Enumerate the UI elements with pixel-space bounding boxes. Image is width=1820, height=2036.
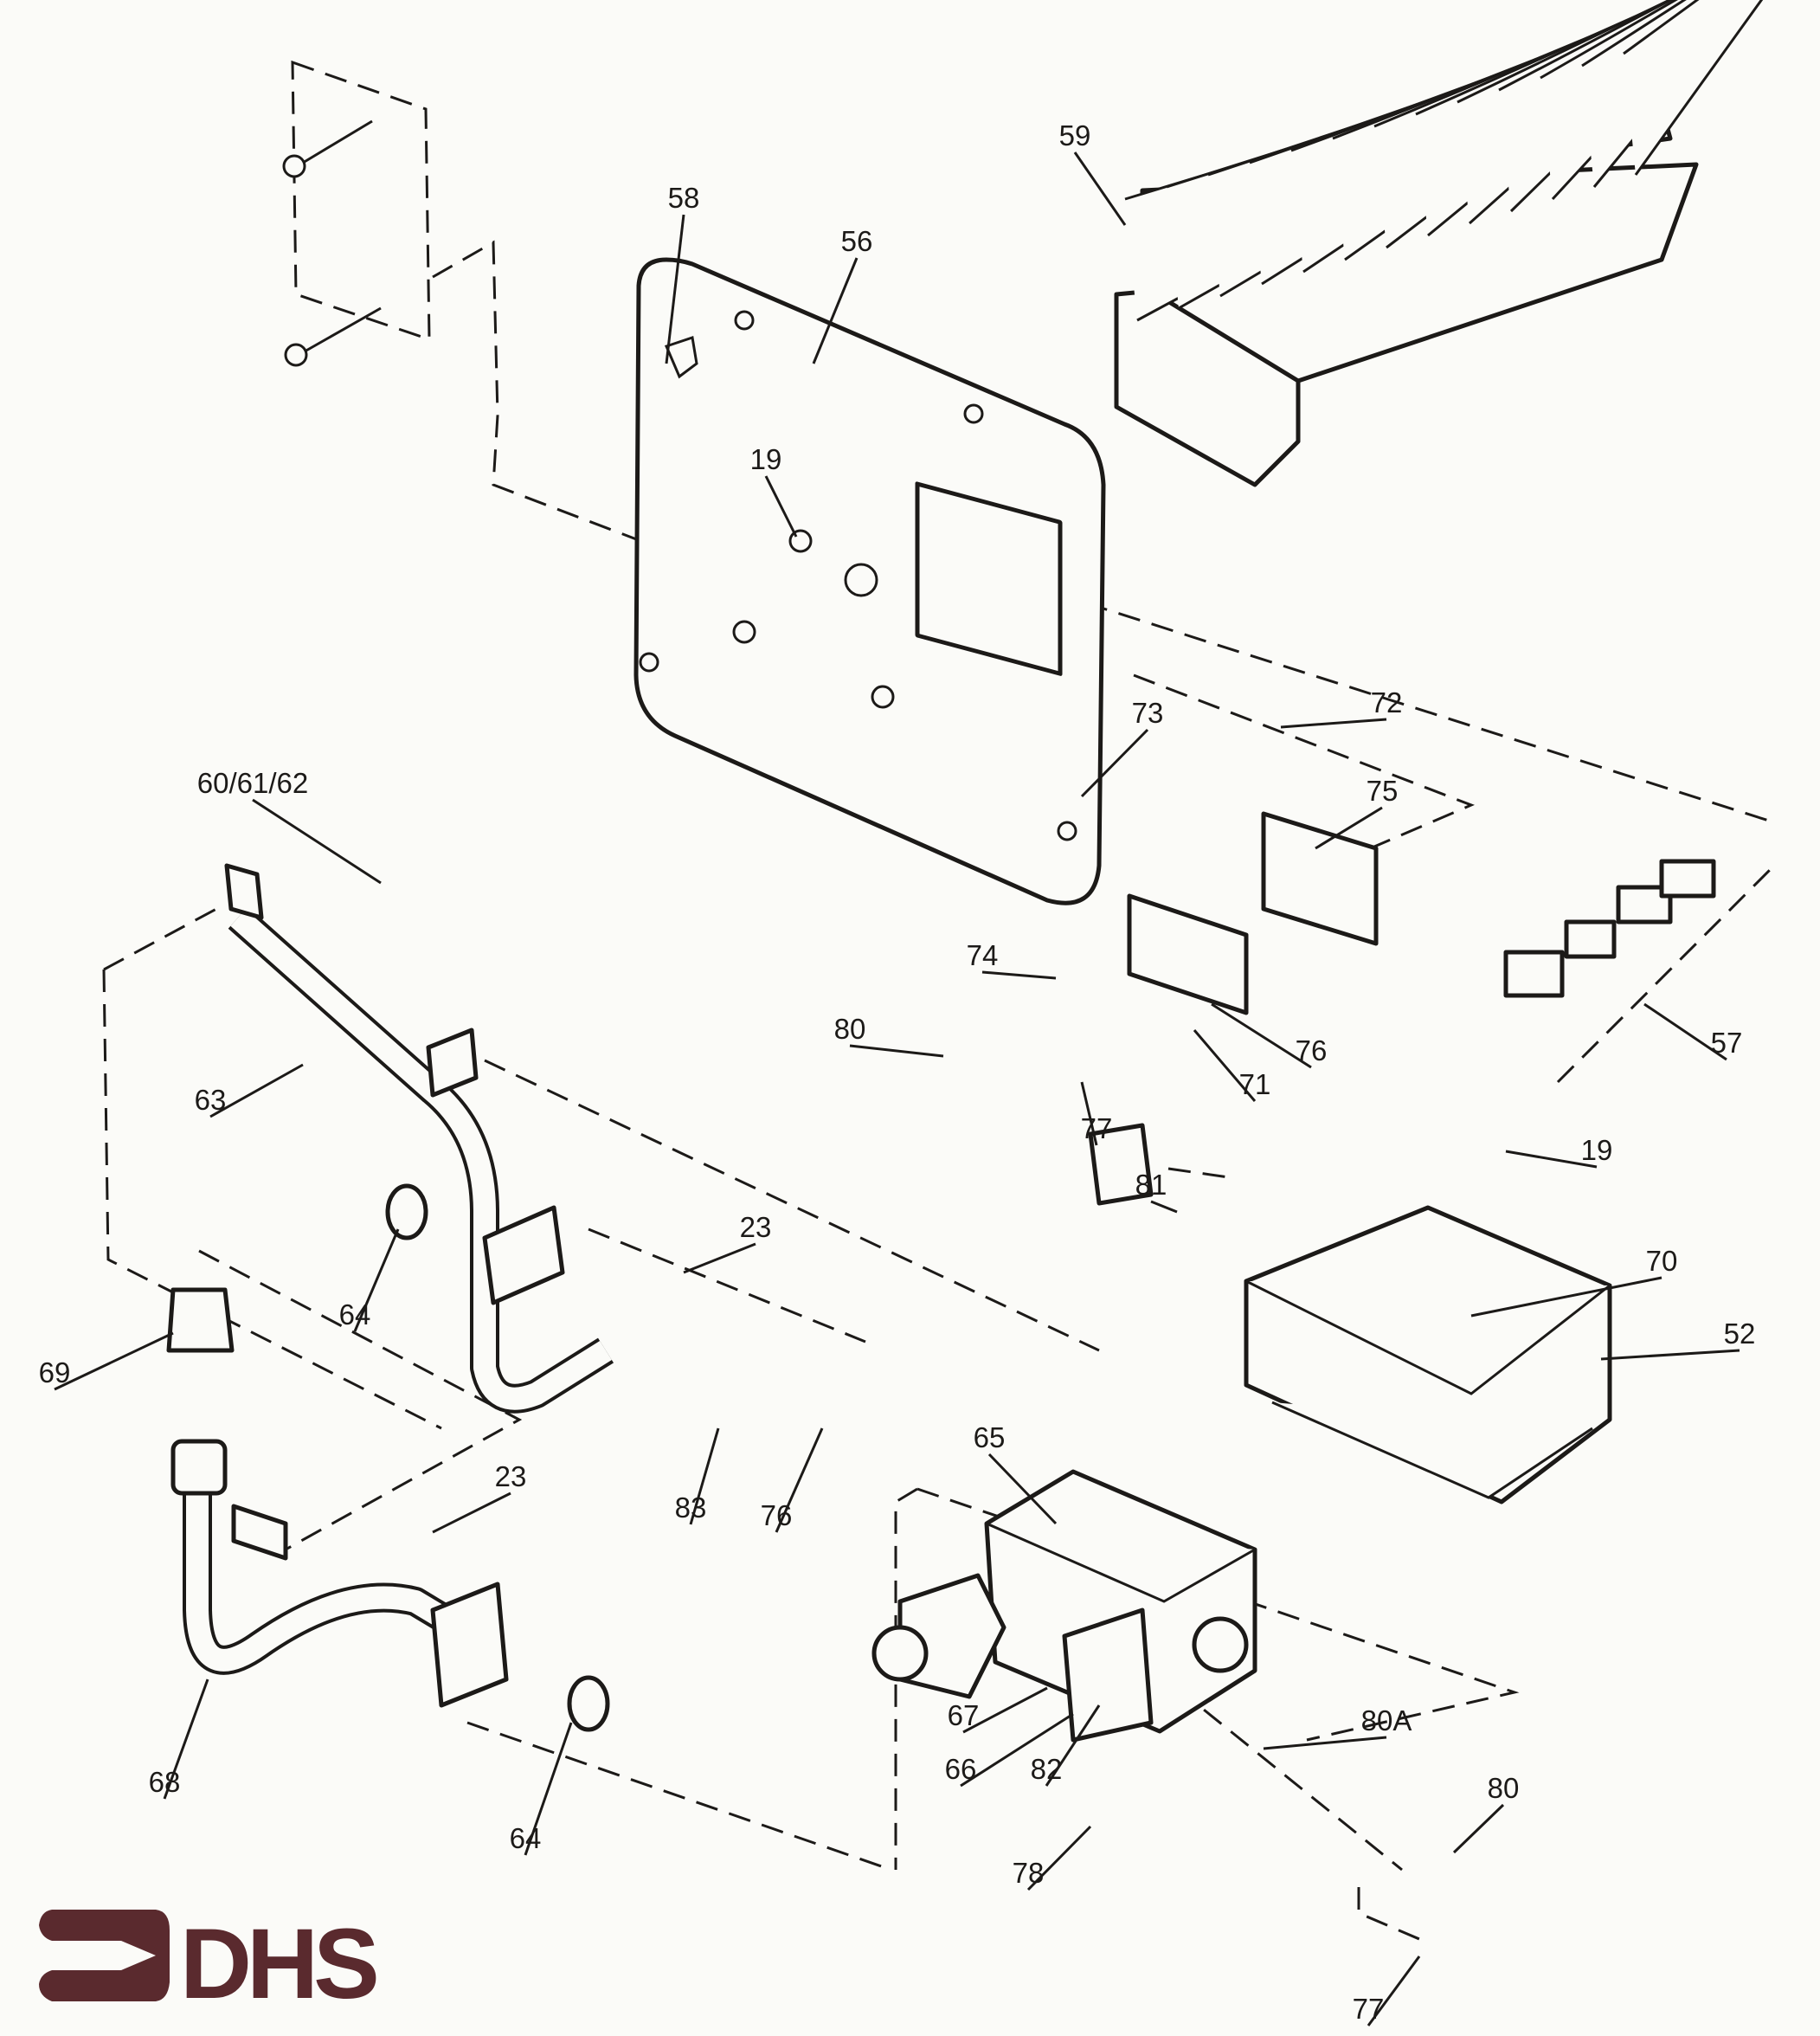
- callout-lines: [54, 151, 1740, 2026]
- burner-slat: [1623, 0, 1764, 176]
- o-rings: [385, 1183, 610, 1732]
- part-label: 72: [1371, 686, 1403, 718]
- callout-line: [764, 475, 798, 538]
- part-label: 71: [1239, 1068, 1271, 1100]
- part-label: 76: [761, 1499, 793, 1531]
- callout-line: [252, 798, 382, 885]
- part-label: 75: [1367, 775, 1399, 807]
- ignitor-brackets: [1503, 859, 1716, 998]
- callout-line: [54, 1331, 174, 1391]
- callout-line: [1280, 718, 1387, 729]
- part-label: 68: [149, 1766, 181, 1798]
- part-label: 56: [841, 225, 873, 257]
- part-label: 70: [1646, 1245, 1678, 1277]
- callout-line: [960, 1712, 1074, 1788]
- callout-line: [981, 970, 1057, 980]
- callout-line: [1470, 1276, 1662, 1318]
- part-label: 63: [195, 1084, 227, 1116]
- part-label: 65: [974, 1421, 1006, 1453]
- callout-line: [962, 1686, 1048, 1734]
- gas-valve: [871, 1469, 1257, 1743]
- part-label: 82: [1031, 1753, 1063, 1785]
- part-label: 80: [834, 1013, 866, 1045]
- callout-line: [1643, 1002, 1727, 1061]
- burner-assembly: [1114, 0, 1764, 487]
- callout-line: [775, 1427, 824, 1533]
- dhs-logo: DHS: [39, 1909, 382, 2020]
- callout-line: [1367, 1955, 1421, 2026]
- part-label: 60/61/62: [197, 767, 308, 799]
- callout-line: [1193, 1029, 1257, 1102]
- callout-line: [1211, 1002, 1312, 1069]
- callout-line: [1080, 1081, 1098, 1146]
- electrode-bracket: [1088, 811, 1379, 1206]
- part-label: 64: [510, 1822, 542, 1854]
- part-label: 76: [1296, 1034, 1328, 1066]
- logo-text: DHS: [180, 1909, 376, 2020]
- part-label: 77: [1081, 1112, 1113, 1144]
- callout-line: [1263, 1736, 1387, 1750]
- part-label: 23: [740, 1211, 772, 1243]
- callout-line: [812, 257, 859, 364]
- callout-line: [163, 1678, 209, 1800]
- callout-line: [987, 1453, 1058, 1525]
- callout-line: [209, 1063, 304, 1118]
- part-label: 81: [1135, 1169, 1167, 1201]
- part-label: 19: [750, 443, 782, 475]
- callout-line: [524, 1722, 573, 1856]
- callout-line: [665, 214, 685, 364]
- callout-line: [1080, 728, 1149, 798]
- part-label: 78: [1013, 1857, 1045, 1889]
- part-label: 19: [1581, 1134, 1613, 1166]
- callout-line: [849, 1044, 944, 1058]
- gas-pipe-upper: [224, 863, 614, 1414]
- part-label: 74: [967, 939, 999, 971]
- part-label: 58: [668, 182, 700, 214]
- part-label: 64: [339, 1298, 371, 1330]
- part-label: 80A: [1361, 1704, 1412, 1736]
- callout-line: [1026, 1825, 1092, 1891]
- part-label: 69: [39, 1356, 71, 1388]
- gasket-panel: [633, 257, 1106, 905]
- part-label: 67: [948, 1699, 980, 1731]
- part-label: 77: [1353, 1993, 1385, 2025]
- callout-line: [353, 1228, 400, 1332]
- callout-line: [683, 1242, 756, 1274]
- part-label: 66: [945, 1753, 977, 1785]
- callout-line: [1150, 1200, 1178, 1214]
- part-label: 57: [1711, 1027, 1743, 1059]
- callout-line: [689, 1427, 720, 1525]
- part-label: 80: [1488, 1772, 1520, 1804]
- callout-line: [1045, 1704, 1101, 1787]
- part-labels: 58 56 59 19 72 73 75 60/61/62 74 80 76 71 77 57 63 19 81…: [39, 119, 1756, 2025]
- cover-plate: [282, 60, 431, 367]
- callout-line: [1315, 806, 1383, 850]
- callout-line: [1600, 1349, 1740, 1361]
- part-label: 52: [1724, 1318, 1756, 1350]
- control-box: [1244, 1205, 1612, 1504]
- part-label: 59: [1059, 119, 1091, 151]
- callout-line: [1505, 1150, 1598, 1169]
- callout-line: [432, 1492, 511, 1534]
- part-label: 23: [495, 1460, 527, 1492]
- gas-pipe-lower: [166, 1287, 509, 1708]
- callout-line: [1073, 151, 1127, 226]
- part-label: 83: [675, 1492, 707, 1524]
- callout-line: [1452, 1803, 1505, 1854]
- part-label: 73: [1132, 697, 1164, 729]
